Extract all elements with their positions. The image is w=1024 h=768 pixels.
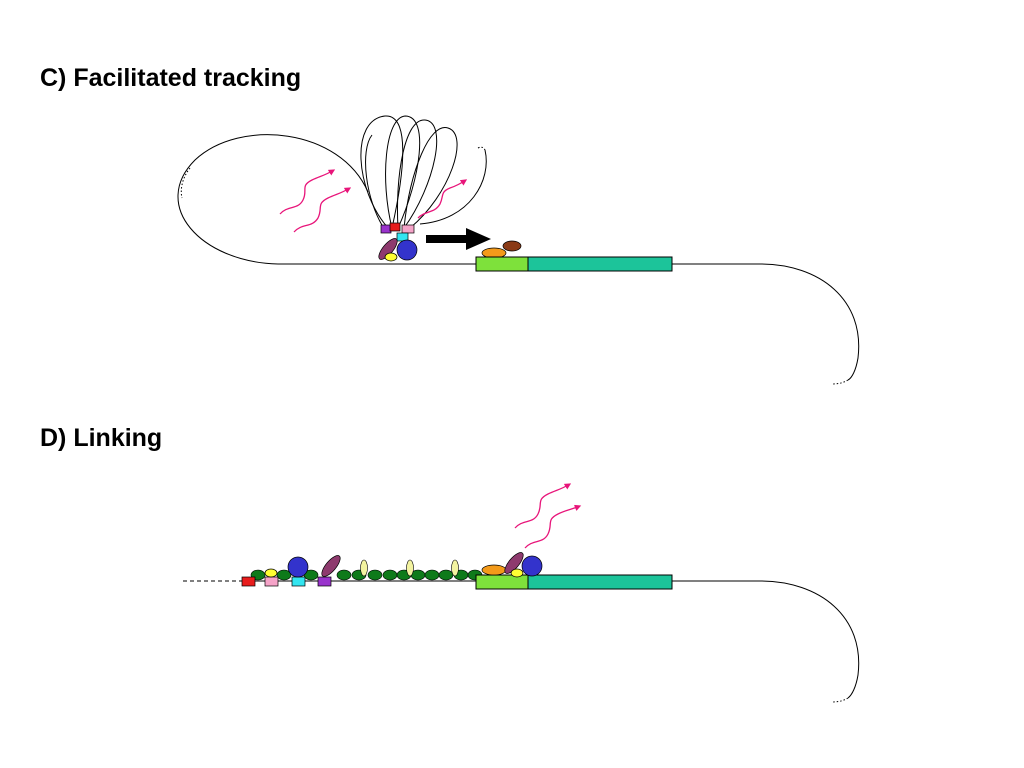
nucleosome [367, 569, 383, 581]
dna-loop-left-dotted [180, 167, 191, 199]
nucleosome [276, 569, 292, 581]
rna-wave-icon [514, 483, 572, 529]
dna-loop-left [177, 134, 369, 265]
gene-box [527, 256, 673, 272]
panel-c-title: C) Facilitated tracking [40, 64, 302, 92]
gene-box [527, 574, 673, 590]
rna-wave-icon [279, 169, 336, 215]
dna-strand-d [183, 580, 860, 703]
red-factor-box [389, 222, 401, 232]
promoter-box [475, 256, 529, 272]
panel-d-diagram [183, 483, 860, 703]
yellow-factor [384, 252, 398, 262]
blue-activator [287, 556, 309, 578]
blue-activator [521, 555, 543, 577]
cyan-factor-box [291, 576, 306, 587]
brown-factor [502, 240, 522, 252]
yellow-factor [264, 568, 278, 578]
nucleosome [336, 569, 352, 581]
dna-tail-d [672, 580, 860, 699]
chromatin-loops [360, 115, 458, 231]
purple-factor [504, 552, 524, 574]
dna-tail-c-dotted [831, 379, 849, 385]
rna-wave-icon [417, 179, 468, 219]
dna-tail-c [672, 263, 860, 381]
purple-factor [378, 238, 398, 260]
panel-d-title: D) Linking [40, 424, 163, 452]
red-factor-box [241, 576, 256, 587]
dna-strand-c [177, 134, 860, 385]
nucleosome-chain [250, 569, 483, 581]
dna-loop-right [419, 149, 487, 225]
violet-factor-box [380, 224, 392, 234]
linker-factor [406, 559, 414, 577]
linker-factors [360, 559, 459, 577]
dna-loop-right-dotted [477, 146, 486, 151]
dna-tail-d-dotted [831, 697, 849, 703]
nucleosome [382, 569, 398, 581]
yellow-factor [510, 568, 524, 578]
blue-activator [396, 239, 418, 261]
pink-factor-box [401, 224, 415, 234]
enhancer-complex-d [264, 555, 341, 578]
violet-factor-box [317, 576, 332, 587]
rna-wave-icon [524, 504, 582, 549]
nucleosome [424, 569, 440, 581]
rna-wave-icon [293, 187, 352, 233]
nucleosome [438, 569, 454, 581]
promoter-box [475, 574, 529, 590]
promoter-complex-d [481, 552, 543, 578]
rna-waves-d [514, 483, 582, 549]
linker-factor [451, 559, 459, 577]
linker-factor [360, 559, 368, 577]
right-arrow-icon [426, 228, 491, 250]
rna-waves-c [279, 169, 468, 233]
pink-factor-box [264, 576, 279, 587]
enhancer-complex-c [378, 222, 418, 262]
orange-factor [481, 564, 507, 576]
panel-c-diagram [177, 115, 860, 385]
purple-factor [321, 555, 341, 577]
